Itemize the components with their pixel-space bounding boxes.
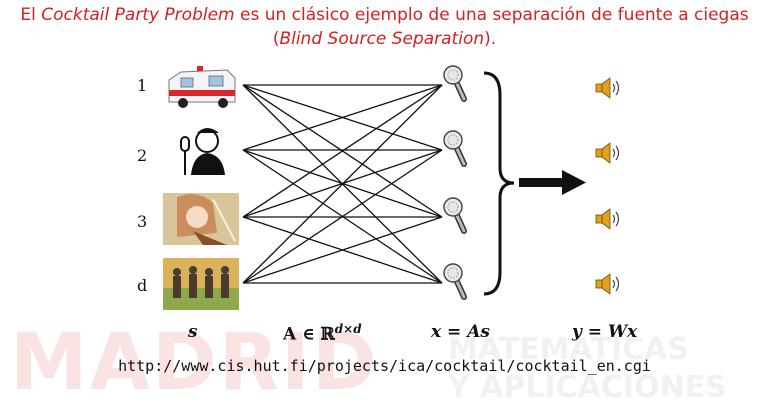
title2-emphasis: Blind Source Separation (279, 29, 485, 49)
label-A-matrix: A ∈ ℝd×d (283, 322, 362, 345)
arrow-icon (519, 170, 586, 195)
band-icon (163, 258, 239, 310)
label-y: y = Wx (572, 322, 638, 342)
watermark-left: MADRID (10, 318, 379, 408)
label-x: x = As (431, 322, 490, 342)
speaker-icon (595, 77, 620, 99)
source-label-2: 2 (137, 146, 148, 165)
source-url[interactable]: http://www.cis.hut.fi/projects/ica/cockt… (118, 357, 651, 375)
mix-line-4-3 (242, 216, 443, 284)
mixing-lines (242, 84, 443, 284)
speaker-icon (595, 208, 620, 230)
microphone-icon (443, 130, 467, 167)
speaker-icon (595, 273, 620, 295)
source-label-1: 1 (137, 76, 148, 95)
singer-icon (163, 123, 239, 175)
violinist-icon (163, 193, 239, 245)
ambulance-icon (163, 60, 239, 112)
speaker-icon (595, 142, 620, 164)
title2-open: ( (272, 29, 280, 49)
title-prefix: El (20, 5, 42, 25)
microphone-icon (443, 197, 467, 234)
bracket (483, 71, 515, 296)
label-s: s (188, 322, 198, 342)
title-suffix: es un clásico ejemplo de una separación … (234, 5, 749, 25)
title-line-1: El Cocktail Party Problem es un clásico … (0, 4, 769, 26)
mix-line-2-1 (242, 84, 443, 151)
title2-close: ). (484, 29, 497, 49)
source-label-d: d (137, 276, 148, 295)
title-line-2: (Blind Source Separation). (0, 28, 769, 50)
label-A-text: A ∈ ℝ (283, 324, 335, 345)
microphone-icon (443, 65, 467, 102)
microphone-icon (443, 263, 467, 300)
mix-line-3-1 (242, 84, 443, 218)
title-emphasis: Cocktail Party Problem (41, 5, 235, 25)
label-A-sup: d×d (334, 322, 362, 336)
source-label-3: 3 (137, 212, 148, 231)
watermark-right-top: MATEMÁTICAS (448, 332, 689, 367)
mix-line-4-1 (242, 84, 443, 284)
mix-line-4-2 (242, 149, 443, 284)
watermark-right-bottom: Y APLICACIONES (448, 370, 727, 405)
